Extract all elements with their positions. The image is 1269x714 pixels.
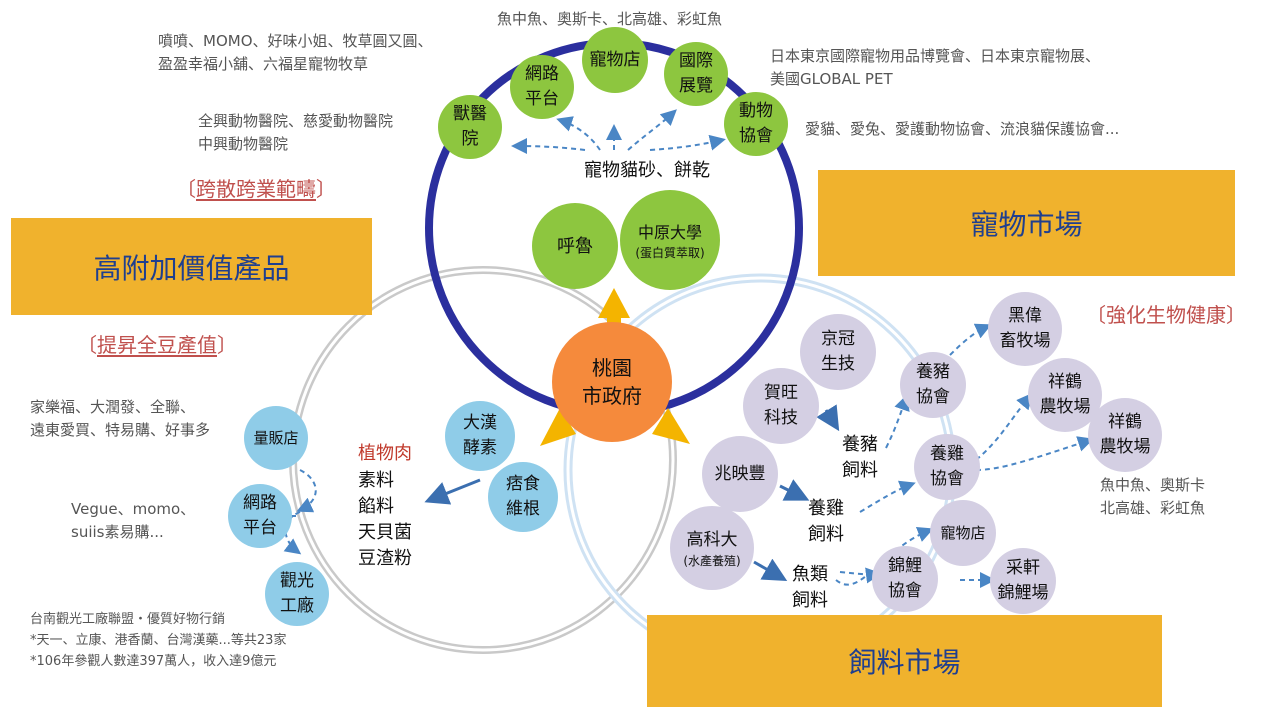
food-products-label: 素料 餡料 天貝菌 豆渣粉 (358, 470, 412, 569)
xianghe-farm-node-2[interactable]: 祥鶴 農牧場 (1088, 398, 1162, 472)
heiwei-farm-node[interactable]: 黑偉 畜牧場 (988, 292, 1062, 366)
pet-assoc-node[interactable]: 動物 協會 (724, 92, 788, 156)
taoyuan-city-node[interactable]: 桃園 市政府 (552, 322, 672, 442)
mass-retail-node[interactable]: 量販店 (244, 406, 308, 470)
kuas-title: 高科大 (686, 529, 738, 550)
hewang-node[interactable]: 賀旺 科技 (743, 368, 819, 444)
tour-factory-node[interactable]: 觀光 工廠 (265, 562, 329, 626)
cross-industry-label: 〔跨散跨業範疇〕 (176, 177, 336, 201)
feed-petshop-node[interactable]: 寵物店 (930, 500, 996, 566)
chicken-assoc-node[interactable]: 養雞 協會 (914, 434, 980, 500)
arrow-right (652, 408, 690, 444)
arrow-left (540, 408, 576, 446)
hulu-node[interactable]: 呼魯 (532, 203, 618, 289)
pet-product-label: 寵物貓砂、餅乾 (584, 160, 710, 181)
tour-factory-note: 台南觀光工廠聯盟・優質好物行銷 *天一、立康、港香蘭、台灣漢藥...等共23家 … (30, 612, 287, 669)
food-online-node[interactable]: 網路 平台 (228, 484, 292, 548)
pet-vet-note: 全興動物醫院、慈愛動物醫院 中興動物醫院 (198, 112, 394, 153)
pig-assoc-node[interactable]: 養豬 協會 (900, 352, 966, 418)
feed-market-title: 飼料市場 (848, 646, 961, 679)
feed-petshop-note: 魚中魚、奧斯卡 北高雄、彩虹魚 (1100, 476, 1206, 517)
cycu-title: 中原大學 (637, 222, 702, 242)
high-value-title: 高附加價值產品 (93, 251, 290, 285)
food-online-note: Vegue、momo、 suiis素易購... (71, 500, 196, 541)
pet-market-title: 寵物市場 (970, 208, 1083, 241)
raise-soy-label: 〔提昇全豆產值〕 (77, 333, 237, 357)
pet-assoc-note: 愛貓、愛兔、愛護動物協會、流浪貓保護協會... (805, 120, 1120, 138)
high-value-box: 高附加價值產品 (11, 218, 372, 315)
fish-feed-label: 魚類 飼料 (792, 564, 828, 611)
pig-feed-label: 養豬 飼料 (842, 434, 878, 481)
cycu-subtitle: (蛋白質萃取) (635, 245, 705, 260)
kuas-node[interactable]: 高科大 (水產養殖) (670, 506, 754, 590)
pet-expo-node[interactable]: 國際 展覽 (664, 42, 728, 106)
bio-health-label: 〔強化生物健康〕 (1086, 303, 1246, 327)
pet-vet-node[interactable]: 獸醫 院 (438, 95, 502, 159)
xianghe-farm-node-1[interactable]: 祥鶴 農牧場 (1028, 358, 1102, 432)
pet-shop-node[interactable]: 寵物店 (582, 27, 648, 93)
cycu-node[interactable]: 中原大學 (蛋白質萃取) (620, 190, 720, 290)
arrow-up (598, 288, 630, 318)
zhaoyingfeng-node[interactable]: 兆映豐 (702, 436, 778, 512)
chicken-feed-label: 養雞 飼料 (808, 498, 844, 545)
pet-shop-note: 魚中魚、奧斯卡、北高雄、彩虹魚 (497, 10, 723, 28)
weigen-node[interactable]: 痞食 維根 (488, 462, 558, 532)
feed-market-box: 飼料市場 (647, 615, 1162, 707)
plant-meat-label: 植物肉 (358, 443, 412, 464)
pet-online-node[interactable]: 網路 平台 (510, 55, 574, 119)
koi-assoc-node[interactable]: 錦鯉 協會 (872, 546, 938, 612)
caixuan-koi-node[interactable]: 采軒 錦鯉場 (990, 548, 1056, 614)
mass-retail-note: 家樂福、大潤發、全聯、 遠東愛買、特易購、好事多 (30, 398, 211, 439)
jingguan-node[interactable]: 京冠 生技 (800, 314, 876, 390)
pet-online-note: 噴噴、MOMO、好味小姐、牧草圓又圓、 盈盈幸福小舖、六福星寵物牧草 (158, 32, 433, 73)
pet-expo-note: 日本東京國際寵物用品博覽會、日本東京寵物展、 美國GLOBAL PET (770, 47, 1101, 88)
kuas-subtitle: (水產養殖) (683, 553, 741, 568)
dahan-node[interactable]: 大漢 酵素 (445, 401, 515, 471)
pet-market-box: 寵物市場 (818, 170, 1235, 276)
